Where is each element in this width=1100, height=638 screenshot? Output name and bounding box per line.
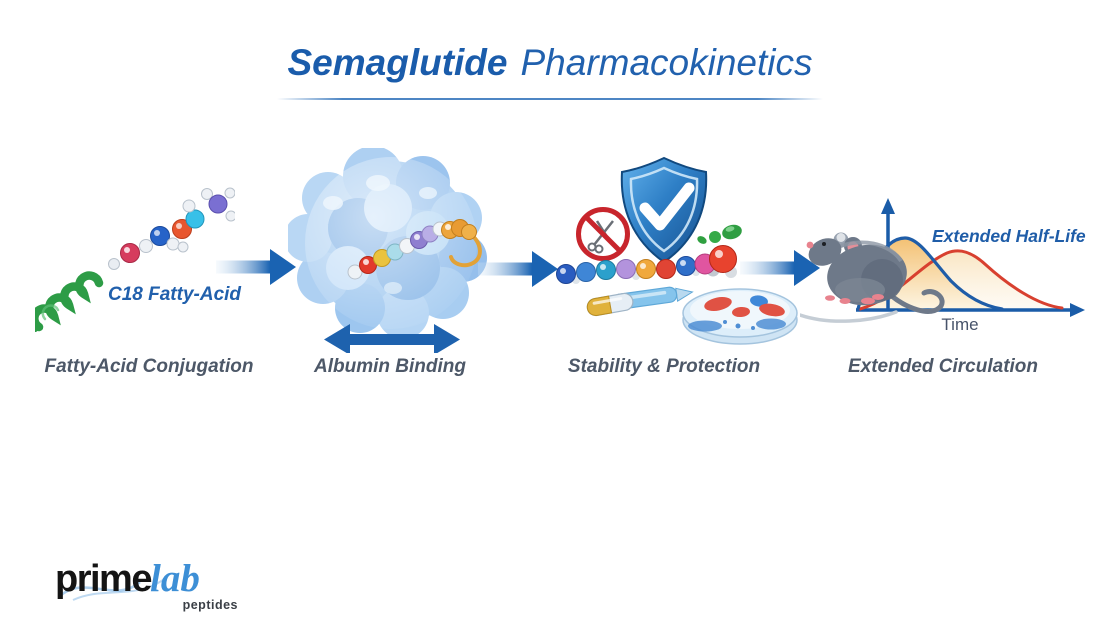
logo-prime-text: prime: [55, 558, 152, 600]
primelab-logo: primelab peptides: [55, 556, 240, 618]
logo-lab-text: lab: [149, 557, 200, 600]
flow-arrow-icon: [478, 251, 558, 287]
caption-extended-circulation: Extended Circulation: [847, 356, 1039, 377]
capsule-icon: [586, 292, 634, 317]
logo-flourish-icon: [59, 579, 164, 601]
title-rest: Pharmacokinetics: [520, 42, 813, 83]
flow-arrow-icon: [740, 250, 820, 286]
albumin-protein-icon: [288, 148, 487, 339]
extended-half-life-label: Extended Half-Life: [932, 226, 1086, 246]
peptide-helix-icon: [35, 271, 104, 332]
caption-albumin-binding: Albumin Binding: [314, 356, 466, 377]
mouse-icon: [800, 232, 945, 323]
petri-dish-icon: [682, 288, 798, 345]
peptide-beads-icon: [556, 245, 737, 284]
bound-peptide-beads-icon: [347, 219, 482, 280]
c18-fatty-acid-label: C18 Fatty-Acid: [108, 284, 242, 305]
caption-fatty-acid-conjugation: Fatty-Acid Conjugation: [44, 356, 254, 377]
logo-peptides-text: peptides: [182, 598, 238, 612]
flow-arrow-icon: [216, 249, 296, 285]
stability-protection-art: [556, 156, 798, 345]
albumin-binding-art: [288, 148, 487, 353]
caption-stability-protection: Stability & Protection: [567, 356, 761, 377]
title-divider: [277, 98, 823, 100]
bacteria-icon: [697, 224, 742, 244]
fatty-acid-conjugation-art: [35, 187, 235, 332]
time-axis-label: Time: [941, 315, 979, 334]
no-cleavage-icon: [576, 207, 630, 261]
extended-circulation-art: [800, 198, 1085, 323]
page-title: Semaglutide Pharmacokinetics: [0, 42, 1100, 84]
shield-check-icon: [620, 156, 708, 264]
title-emphasis: Semaglutide: [287, 42, 508, 83]
fatty-acid-chain-icon: [108, 187, 235, 270]
binding-double-arrow-icon: [324, 324, 460, 353]
